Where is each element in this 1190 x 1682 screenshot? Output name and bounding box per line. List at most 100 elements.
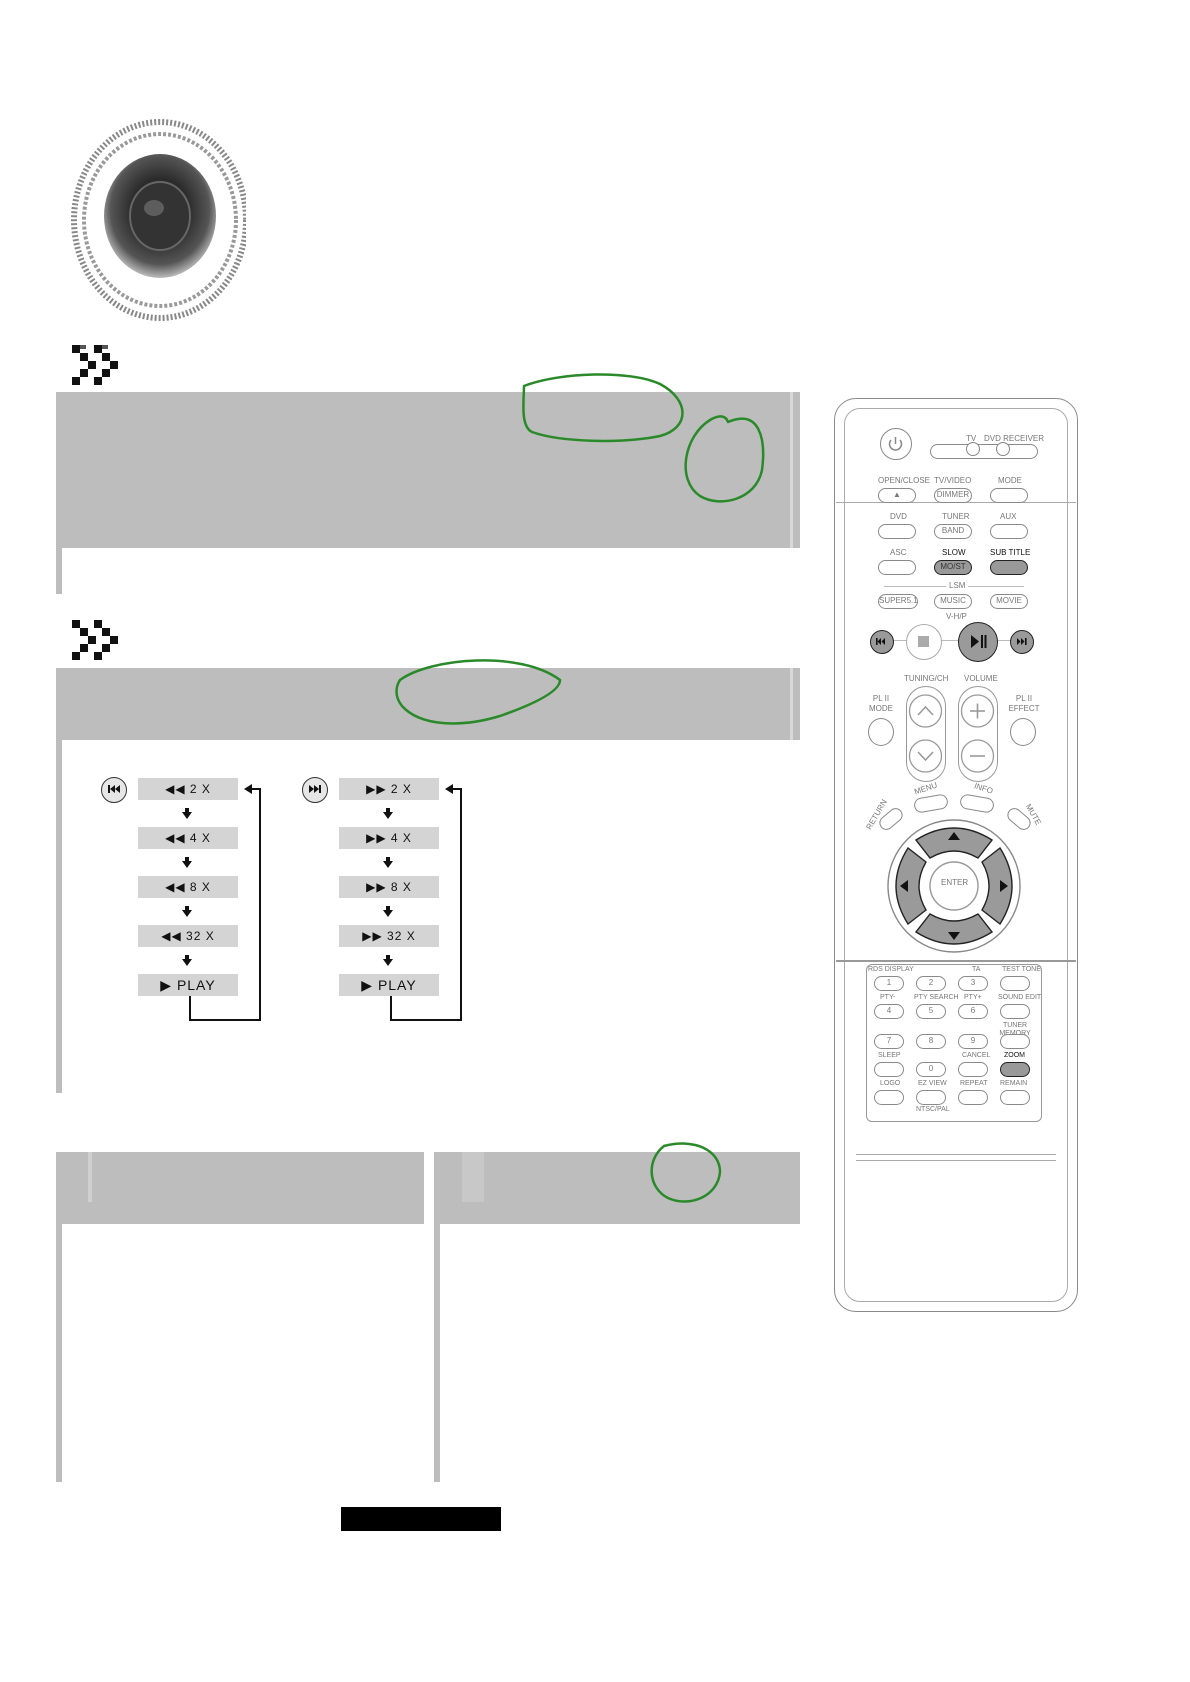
volume-rocker[interactable]	[958, 686, 998, 782]
dimmer-button[interactable]: DIMMER	[934, 488, 972, 503]
pl2-mode-label: PL II MODE	[869, 694, 893, 713]
remain-label: REMAIN	[1000, 1080, 1028, 1087]
key-6[interactable]: 6	[958, 1004, 988, 1019]
down-arrow-icon	[182, 808, 192, 819]
pty-plus-label: PTY+	[964, 994, 982, 1001]
test-tone-label: TEST TONE	[1002, 966, 1041, 973]
volume-label: VOLUME	[964, 674, 998, 683]
pl2-effect-button[interactable]	[1010, 718, 1036, 746]
reverse-step: ◀◀ 8 X	[138, 876, 238, 898]
cancel-button[interactable]	[958, 1062, 988, 1077]
asc-button[interactable]	[878, 560, 916, 575]
reverse-step: ◀◀ 4 X	[138, 827, 238, 849]
rds-display-label: RDS DISPLAY	[868, 966, 914, 973]
direction-pad	[886, 818, 1022, 954]
forward-step: ▶▶ 4 X	[339, 827, 439, 849]
remote-inner-body	[844, 408, 1068, 1302]
sound-edit-button[interactable]	[1000, 1004, 1030, 1019]
key-1[interactable]: 1	[874, 976, 904, 991]
dvd-label: DVD	[890, 512, 907, 521]
section-1-panel-edge	[790, 392, 793, 548]
key-0[interactable]: 0	[916, 1062, 946, 1077]
test-tone-button[interactable]	[1000, 976, 1030, 991]
section-1-left-rule	[56, 392, 62, 594]
tuning-rocker[interactable]	[906, 686, 946, 782]
key-3[interactable]: 3	[958, 976, 988, 991]
mode-button[interactable]	[990, 488, 1028, 503]
remote-divider	[856, 1154, 1056, 1155]
repeat-label: REPEAT	[960, 1080, 988, 1087]
down-arrow-icon	[182, 955, 192, 966]
ez-view-button[interactable]	[916, 1090, 946, 1105]
dvd-receiver-selector-dot[interactable]	[996, 442, 1010, 456]
dvd-receiver-label: DVD RECEIVER	[984, 434, 1045, 443]
dvd-button[interactable]	[878, 524, 916, 539]
enter-button[interactable]	[934, 868, 974, 904]
loop-back-arrow-icon	[390, 784, 462, 1021]
aux-label: AUX	[1000, 512, 1017, 521]
skip-back-icon	[101, 777, 127, 803]
forward-step: ▶▶ 32 X	[339, 925, 439, 947]
open-close-button[interactable]: ▲	[878, 488, 916, 503]
pty-minus-label: PTY-	[880, 994, 896, 1001]
key-2[interactable]: 2	[916, 976, 946, 991]
mo-st-button[interactable]: MO/ST	[934, 560, 972, 575]
movie-button[interactable]: MOVIE	[990, 594, 1028, 609]
asc-label: ASC	[890, 548, 907, 557]
key-8[interactable]: 8	[916, 1034, 946, 1049]
sleep-label: SLEEP	[878, 1052, 901, 1059]
remain-button[interactable]	[1000, 1090, 1030, 1105]
remote-control: TV DVD RECEIVER OPEN/CLOSE TV/VIDEO MODE…	[834, 398, 1080, 1316]
pty-search-label: PTY SEARCH	[914, 994, 959, 1001]
stop-button[interactable]	[906, 624, 942, 660]
key-5[interactable]: 5	[916, 1004, 946, 1019]
forward-step: ▶▶ 2 X	[339, 778, 439, 800]
section-1-panel	[58, 392, 800, 548]
reverse-sequence: ◀◀ 2 X ◀◀ 4 X ◀◀ 8 X ◀◀ 32 X ▶ PLAY	[138, 778, 278, 1028]
sleep-button[interactable]	[874, 1062, 904, 1077]
sound-edit-label: SOUND EDIT	[998, 994, 1042, 1001]
skip-back-button[interactable]	[870, 630, 894, 654]
key-4[interactable]: 4	[874, 1004, 904, 1019]
forward-step: ▶▶ 8 X	[339, 876, 439, 898]
vhp-label: V-H/P	[946, 612, 967, 621]
repeat-button[interactable]	[958, 1090, 988, 1105]
down-arrow-icon	[182, 906, 192, 917]
forward-step-play: ▶ PLAY	[339, 974, 439, 996]
section-3-left-inner-rule	[88, 1152, 92, 1202]
tv-selector-dot[interactable]	[966, 442, 980, 456]
mode-selector-bar[interactable]	[930, 444, 1038, 459]
reverse-step-play: ▶ PLAY	[138, 974, 238, 996]
transport-bar	[882, 640, 1032, 641]
lsm-label: LSM	[946, 581, 969, 590]
tuner-memory-button[interactable]	[1000, 1034, 1030, 1049]
sub-title-button[interactable]	[990, 560, 1028, 575]
tv-video-label: TV/VIDEO	[934, 476, 972, 485]
open-close-label: OPEN/CLOSE	[878, 476, 931, 485]
aux-button[interactable]	[990, 524, 1028, 539]
power-button[interactable]	[880, 428, 912, 460]
music-button[interactable]: MUSIC	[934, 594, 972, 609]
reverse-step: ◀◀ 2 X	[138, 778, 238, 800]
zoom-button[interactable]	[1000, 1062, 1030, 1077]
skip-forward-button[interactable]	[1010, 630, 1034, 654]
skip-forward-icon	[302, 777, 328, 803]
tv-label: TV	[966, 434, 977, 443]
down-arrow-icon	[383, 906, 393, 917]
mode-label: MODE	[998, 476, 1022, 485]
keypad-panel	[866, 964, 1042, 1122]
ntsc-pal-label: NTSC/PAL	[916, 1106, 950, 1113]
play-pause-button[interactable]	[958, 622, 998, 662]
forward-sequence: ▶▶ 2 X ▶▶ 4 X ▶▶ 8 X ▶▶ 32 X ▶ PLAY	[339, 778, 479, 1028]
logo-button[interactable]	[874, 1090, 904, 1105]
key-7[interactable]: 7	[874, 1034, 904, 1049]
key-9[interactable]: 9	[958, 1034, 988, 1049]
super51-button[interactable]: SUPER5.1	[878, 594, 918, 609]
section-2-left-rule	[56, 668, 62, 1093]
section-3-right-inner-rule	[462, 1152, 484, 1202]
tuning-ch-label: TUNING/CH	[904, 674, 949, 683]
pl2-mode-button[interactable]	[868, 718, 894, 746]
pl2-effect-label: PL II EFFECT	[1008, 694, 1040, 713]
band-button[interactable]: BAND	[934, 524, 972, 539]
zoom-label: ZOOM	[1004, 1052, 1025, 1059]
